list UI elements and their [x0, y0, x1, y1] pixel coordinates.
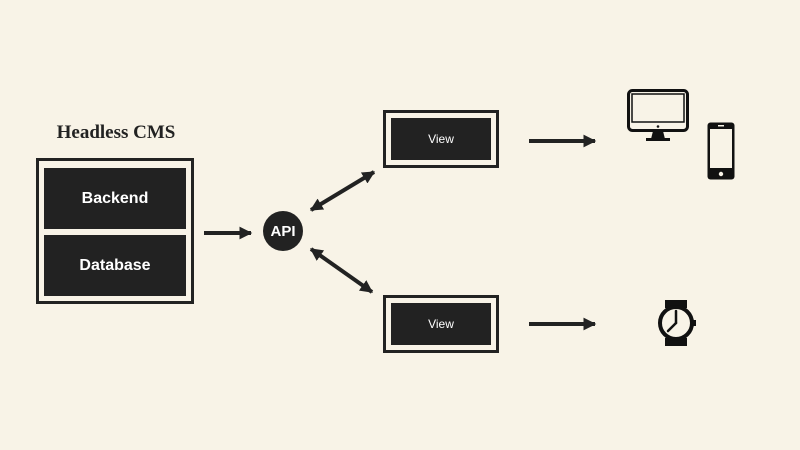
- smartphone-icon: [707, 122, 735, 180]
- view-label-top: View: [391, 118, 491, 160]
- backend-block: Backend: [44, 168, 186, 229]
- desktop-monitor-icon: [627, 89, 689, 141]
- database-block: Database: [44, 235, 186, 296]
- view-box-top: View: [383, 110, 499, 168]
- cms-title: Headless CMS: [56, 122, 176, 143]
- arrow-api-view-top: [309, 170, 376, 212]
- view-label-bottom: View: [391, 303, 491, 345]
- arrow-api-view-bottom: [309, 247, 374, 294]
- headless-cms-box: Backend Database: [36, 158, 194, 304]
- api-node: API: [263, 211, 303, 251]
- view-box-bottom: View: [383, 295, 499, 353]
- smartwatch-icon: [658, 300, 696, 346]
